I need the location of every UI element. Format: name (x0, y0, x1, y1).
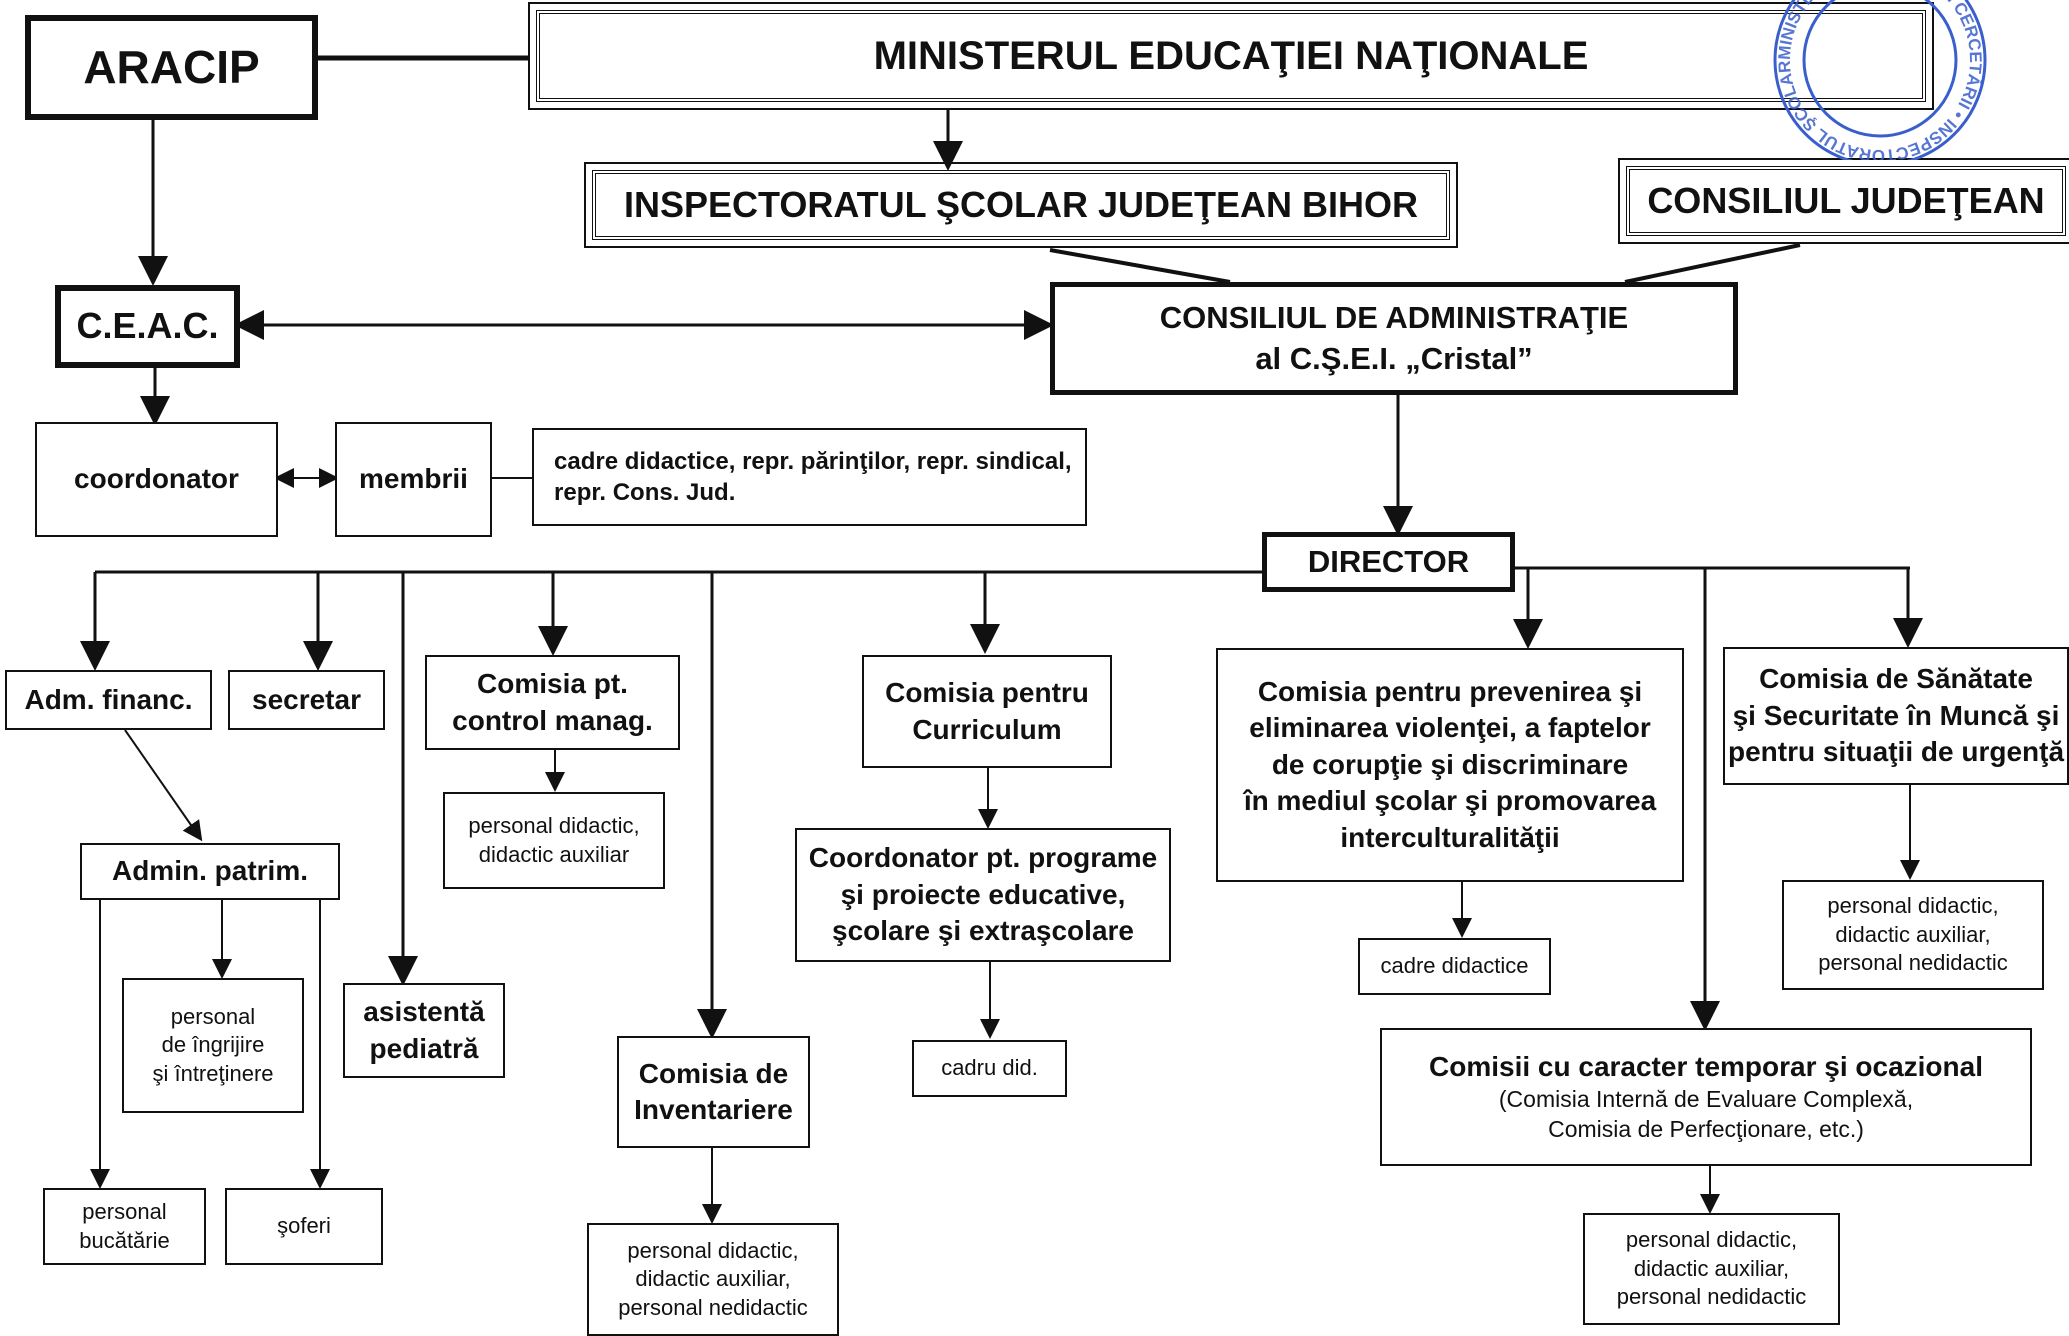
programs-line2: şi proiecte educative, (840, 878, 1126, 910)
care-staff-box: personal de îngrijire şi întreţinere (122, 978, 304, 1113)
control-staff-line2: didactic auxiliar (478, 841, 630, 867)
inventory-line2: Inventariere (634, 1094, 793, 1125)
teacher-single-box: cadru did. (912, 1040, 1067, 1097)
teachers-label: cadre didactice (1380, 953, 1529, 979)
inventory-box: Comisia de Inventariere (617, 1036, 810, 1148)
admin-council-line1: CONSILIUL DE ADMINISTRAŢIE (1159, 300, 1629, 336)
health-line1: Comisia de Sănătate (1759, 663, 2033, 695)
inspectorate-label: INSPECTORATUL ŞCOLAR JUDEŢEAN BIHOR (623, 183, 1419, 225)
adm-financ-box: Adm. financ. (5, 670, 212, 730)
kitchen-staff-box: personal bucătărie (43, 1188, 206, 1265)
temporary-commissions-box: Comisii cu caracter temporar şi ocaziona… (1380, 1028, 2032, 1166)
admin-patrim-label: Admin. patrim. (111, 855, 308, 887)
inspectorate-box: INSPECTORATUL ŞCOLAR JUDEŢEAN BIHOR (584, 162, 1458, 248)
violence-line5: interculturalităţii (1340, 821, 1560, 853)
nurse-line1: asistentă (363, 996, 485, 1028)
nurse-box: asistentă pediatră (343, 983, 505, 1078)
members-detail-line2: repr. Cons. Jud. (554, 479, 736, 506)
health-safety-box: Comisia de Sănătate şi Securitate în Mun… (1723, 647, 2069, 785)
health-staff-line1: personal didactic, (1827, 893, 1999, 919)
admin-council-line2: al C.Ş.E.I. „Cristal” (1255, 340, 1533, 376)
members-box: membrii (335, 422, 492, 537)
secretary-box: secretar (228, 670, 385, 730)
ceac-label: C.E.A.C. (76, 305, 219, 347)
admin-patrim-box: Admin. patrim. (80, 843, 340, 900)
adm-financ-label: Adm. financ. (24, 683, 193, 715)
teacher-single-label: cadru did. (941, 1055, 1038, 1081)
kitchen-line2: bucătărie (79, 1227, 170, 1253)
programs-line1: Coordonator pt. programe (808, 842, 1158, 874)
health-line2: şi Securitate în Muncă şi (1732, 699, 2060, 731)
care-staff-line2: de îngrijire (161, 1032, 265, 1058)
temporary-staff-box: personal didactic, didactic auxiliar, pe… (1583, 1213, 1840, 1325)
health-staff-line3: personal nedidactic (1818, 950, 2008, 976)
ministry-label: MINISTERUL EDUCAŢIEI NAŢIONALE (873, 34, 1589, 78)
coordinator-label: coordonator (74, 463, 239, 495)
inventory-line1: Comisia de (638, 1057, 789, 1089)
temporary-line2: (Comisia Internă de Evaluare Complexă, (1498, 1086, 1914, 1113)
official-stamp: MINISTERUL EDUCAŢIEI ŞI CERCETĂRII • INS… (1760, 0, 1987, 160)
aracip-box: ARACIP (25, 15, 318, 120)
care-staff-line1: personal (170, 1003, 256, 1029)
control-manag-line1: Comisia pt. (477, 668, 628, 700)
control-staff-box: personal didactic, didactic auxiliar (443, 792, 665, 889)
health-staff-line2: didactic auxiliar, (1835, 921, 1991, 947)
teachers-box: cadre didactice (1358, 938, 1551, 995)
violence-line3: de corupţie şi discriminare (1271, 748, 1629, 780)
curriculum-line1: Comisia pentru (885, 677, 1089, 709)
secretary-label: secretar (252, 683, 361, 715)
violence-prevention-box: Comisia pentru prevenirea şi eliminarea … (1216, 648, 1684, 882)
control-manag-box: Comisia pt. control manag. (425, 655, 680, 750)
inventory-staff-line3: personal nedidactic (618, 1294, 808, 1320)
temporary-line1: Comisii cu caracter temporar şi ocaziona… (1429, 1050, 1983, 1082)
violence-line1: Comisia pentru prevenirea şi (1257, 676, 1643, 708)
violence-line2: eliminarea violenţei, a faptelor (1249, 712, 1651, 744)
programs-line3: şcolare şi extraşcolare (832, 915, 1134, 947)
nurse-line2: pediatră (369, 1032, 479, 1064)
health-staff-box: personal didactic, didactic auxiliar, pe… (1782, 880, 2044, 990)
violence-line4: în mediul şcolar şi promovarea (1243, 785, 1657, 817)
drivers-label: şoferi (277, 1213, 331, 1239)
care-staff-line3: şi întreţinere (152, 1060, 274, 1086)
control-staff-line1: personal didactic, (468, 812, 640, 838)
members-detail-line1: cadre didactice, repr. părinţilor, repr.… (554, 447, 1072, 475)
admin-council-box: CONSILIUL DE ADMINISTRAŢIE al C.Ş.E.I. „… (1050, 282, 1738, 395)
temporary-staff-line1: personal didactic, (1625, 1227, 1798, 1253)
inventory-staff-box: personal didactic, didactic auxiliar, pe… (587, 1223, 839, 1336)
temporary-staff-line3: personal nedidactic (1616, 1284, 1807, 1310)
temporary-line3: Comisia de Perfecţionare, etc.) (1548, 1116, 1864, 1143)
director-box: DIRECTOR (1262, 532, 1515, 592)
temporary-staff-line2: didactic auxiliar, (1633, 1255, 1790, 1281)
ceac-box: C.E.A.C. (55, 285, 240, 368)
director-label: DIRECTOR (1307, 543, 1470, 579)
county-council-box: CONSILIUL JUDEŢEAN (1618, 158, 2069, 244)
kitchen-line1: personal (82, 1198, 167, 1224)
county-council-label: CONSILIUL JUDEŢEAN (1647, 179, 2045, 221)
ministry-box: MINISTERUL EDUCAŢIEI NAŢIONALE (528, 2, 1934, 110)
curriculum-line2: Curriculum (912, 713, 1062, 745)
aracip-label: ARACIP (83, 40, 260, 93)
coordinator-box: coordonator (35, 422, 278, 537)
programs-coordinator-box: Coordonator pt. programe şi proiecte edu… (795, 828, 1171, 962)
control-manag-line2: control manag. (452, 704, 653, 736)
inventory-staff-line2: didactic auxiliar, (635, 1266, 791, 1292)
members-detail-box: cadre didactice, repr. părinţilor, repr.… (532, 428, 1087, 526)
curriculum-box: Comisia pentru Curriculum (862, 655, 1112, 768)
drivers-box: şoferi (225, 1188, 383, 1265)
health-line3: pentru situaţii de urgenţă (1727, 736, 2065, 768)
members-label: membrii (359, 463, 468, 495)
inventory-staff-line1: personal didactic, (627, 1237, 799, 1263)
